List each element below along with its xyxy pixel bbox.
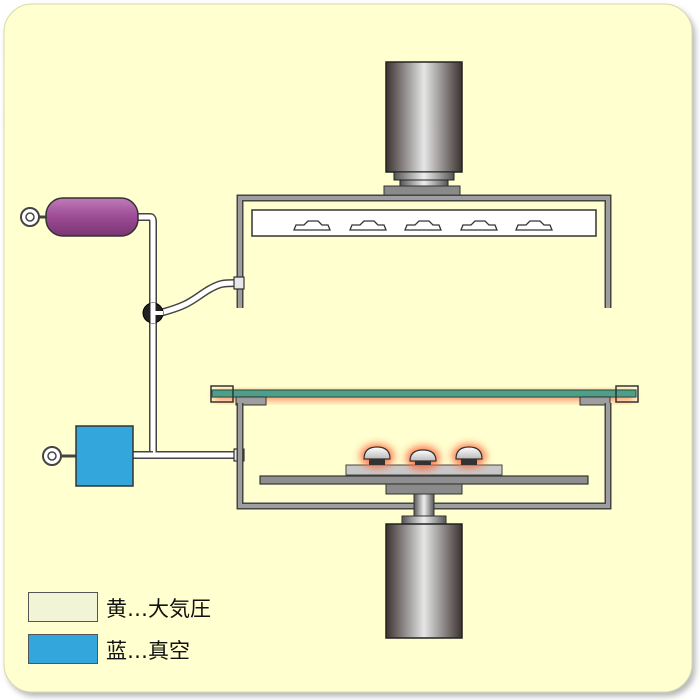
legend-swatch-atmosphere xyxy=(28,592,98,622)
background-panel xyxy=(3,3,693,693)
legend-label-vacuum: 蓝…真空 xyxy=(106,639,190,663)
vacuum-pump xyxy=(42,425,134,487)
upper-motor xyxy=(383,61,463,199)
legend-swatch-vacuum xyxy=(28,634,98,664)
lower-motor xyxy=(385,523,463,639)
upper-chamber xyxy=(236,194,612,308)
upper-parts xyxy=(293,220,553,231)
lower-chamber xyxy=(210,385,639,525)
valve-icon xyxy=(142,302,164,324)
chamber-lid xyxy=(211,389,637,398)
ring-fitting-icon xyxy=(42,446,62,466)
stage-plate xyxy=(259,475,589,485)
legend-item-atmosphere: 黄…大気圧 xyxy=(28,592,268,626)
legend-item-vacuum: 蓝…真空 xyxy=(28,634,268,668)
heated-parts xyxy=(360,444,486,470)
legend-label-atmosphere: 黄…大気圧 xyxy=(106,597,211,621)
ring-fitting-icon xyxy=(20,207,40,227)
gas-tank xyxy=(20,197,139,237)
